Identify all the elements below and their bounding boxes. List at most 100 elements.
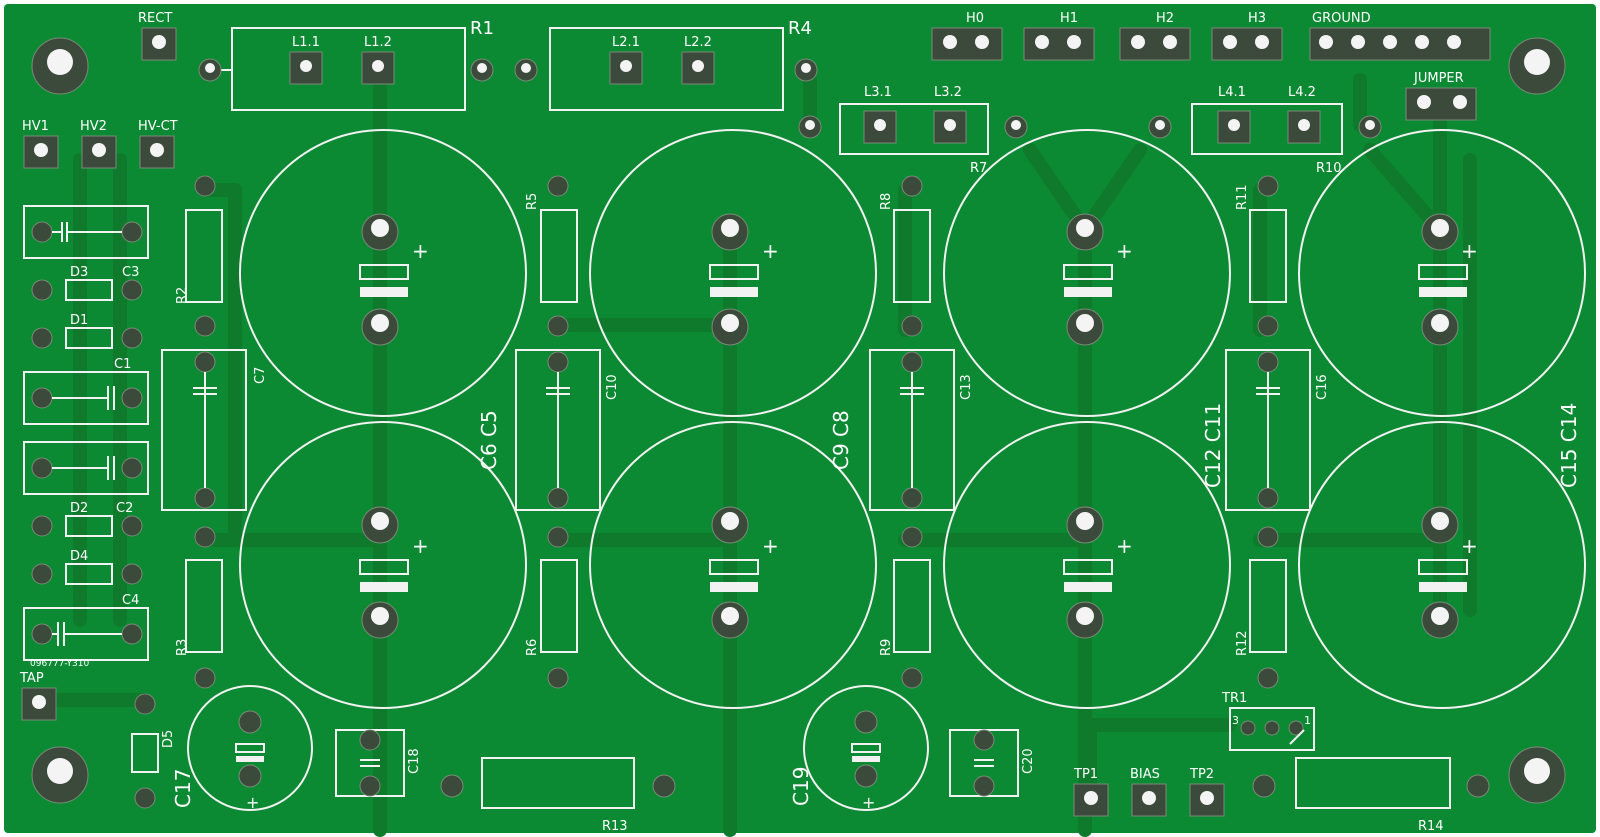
capacitor-c15: + (1298, 421, 1586, 709)
label-l42: L4.2 (1288, 85, 1316, 100)
c19-plus: + (862, 793, 875, 812)
column-2-parts: R5 C10 R6 (515, 175, 620, 689)
connector-rect: RECT (138, 11, 177, 61)
label-d3: D3 (70, 265, 88, 280)
c14-plus: + (1461, 239, 1478, 263)
label-hvct: HV-CT (138, 119, 178, 134)
label-r10: R10 (1316, 161, 1342, 176)
capacitor-c18: C18 (335, 729, 422, 797)
hv-connectors: HV1 HV2 HV-CT (22, 119, 178, 169)
label-c1: C1 (114, 357, 131, 372)
label-c12-c11: C12 C11 (1201, 403, 1225, 488)
label-tap: TAP (19, 671, 44, 686)
label-h3: H3 (1248, 11, 1266, 26)
label-d2: D2 (70, 501, 88, 516)
resistor-r7: L3.1 L3.2 R7 (798, 85, 1028, 176)
c17-plus: + (246, 793, 259, 812)
column-4-parts: R11 C16 R12 (1225, 175, 1330, 689)
label-ground: GROUND (1312, 11, 1371, 26)
capacitor-c8: + (589, 129, 877, 417)
label-r13: R13 (602, 819, 628, 834)
label-c20: C20 (1021, 748, 1036, 774)
c15-plus: + (1461, 534, 1478, 558)
c11-plus: + (1116, 239, 1133, 263)
label-c18: C18 (407, 748, 422, 774)
label-l11: L1.1 (292, 35, 320, 50)
capacitor-c5: + (239, 129, 527, 417)
label-r12: R12 (1235, 630, 1250, 656)
column-3-parts: R8 C13 R9 (869, 175, 974, 689)
label-rect: RECT (138, 11, 172, 26)
label-r6: R6 (525, 639, 540, 656)
label-h0: H0 (966, 11, 984, 26)
label-tp2: TP2 (1189, 767, 1214, 782)
label-tp1: TP1 (1073, 767, 1098, 782)
label-c4: C4 (122, 593, 139, 608)
label-c16: C16 (1315, 374, 1330, 400)
label-l31: L3.1 (864, 85, 892, 100)
label-r2: R2 (175, 287, 190, 304)
label-c13: C13 (959, 374, 974, 400)
resistor-r13: R13 (440, 757, 676, 834)
resistor-r1: R1 L1.1 L1.2 (198, 18, 494, 111)
label-c2: C2 (116, 501, 133, 516)
heater-headers: H0 H1 H2 H3 GROUND JUMPER (931, 11, 1491, 121)
c8-plus: + (762, 239, 779, 263)
label-c17: C17 (171, 769, 195, 808)
label-tr1-1: 1 (1304, 714, 1311, 727)
capacitor-c20: C20 (949, 729, 1036, 797)
label-hv2: HV2 (80, 119, 107, 134)
capacitor-c12: + (943, 421, 1231, 709)
capacitor-c6: + (239, 421, 527, 709)
test-points: TP1 BIAS TP2 (1073, 767, 1225, 817)
label-c19: C19 (789, 767, 813, 806)
capacitor-c9: + (589, 421, 877, 709)
label-r1: R1 (470, 18, 494, 39)
c12-plus: + (1116, 534, 1133, 558)
c5-plus: + (412, 239, 429, 263)
capacitor-c14: + (1298, 129, 1586, 417)
electrolytic-capacitors: + + + + (239, 129, 1586, 709)
label-c15-c14: C15 C14 (1557, 403, 1581, 488)
tap-d5: TAP D5 (19, 671, 176, 809)
resistor-r14: R14 (1252, 757, 1490, 834)
label-d4: D4 (70, 549, 88, 564)
board-substrate (4, 4, 1596, 833)
label-bias: BIAS (1130, 767, 1160, 782)
label-l21: L2.1 (612, 35, 640, 50)
resistor-r4: R4 L2.1 L2.2 (514, 18, 818, 111)
label-l12: L1.2 (364, 35, 392, 50)
capacitor-c17: + C17 (171, 685, 313, 812)
label-tr1-3: 3 (1232, 714, 1239, 727)
label-l32: L3.2 (934, 85, 962, 100)
label-d5: D5 (161, 730, 176, 748)
c6-plus: + (412, 534, 429, 558)
label-tr1: TR1 (1221, 691, 1247, 706)
label-h1: H1 (1060, 11, 1078, 26)
label-c6-c5: C6 C5 (477, 410, 501, 470)
label-l22: L2.2 (684, 35, 712, 50)
label-r7: R7 (970, 161, 987, 176)
label-r4: R4 (788, 18, 812, 39)
label-r3: R3 (175, 639, 190, 656)
resistor-r10: L4.1 L4.2 R10 (1148, 85, 1382, 176)
label-r14: R14 (1418, 819, 1444, 834)
column-1-parts: R2 C7 R3 (161, 175, 268, 689)
label-h2: H2 (1156, 11, 1174, 26)
label-d1: D1 (70, 313, 88, 328)
label-r9: R9 (879, 639, 894, 656)
label-code: 096777-Y310 (30, 659, 89, 669)
label-r5: R5 (525, 193, 540, 210)
capacitor-c19: + C19 (789, 685, 929, 812)
c9-plus: + (762, 534, 779, 558)
label-c3: C3 (122, 265, 139, 280)
label-c10: C10 (605, 374, 620, 400)
copper-traces (23, 63, 1477, 837)
label-hv1: HV1 (22, 119, 49, 134)
label-c9-c8: C9 C8 (829, 410, 853, 470)
capacitor-c11: + (943, 129, 1231, 417)
label-r8: R8 (879, 193, 894, 210)
label-r11: R11 (1235, 184, 1250, 210)
label-c7: C7 (253, 367, 268, 384)
